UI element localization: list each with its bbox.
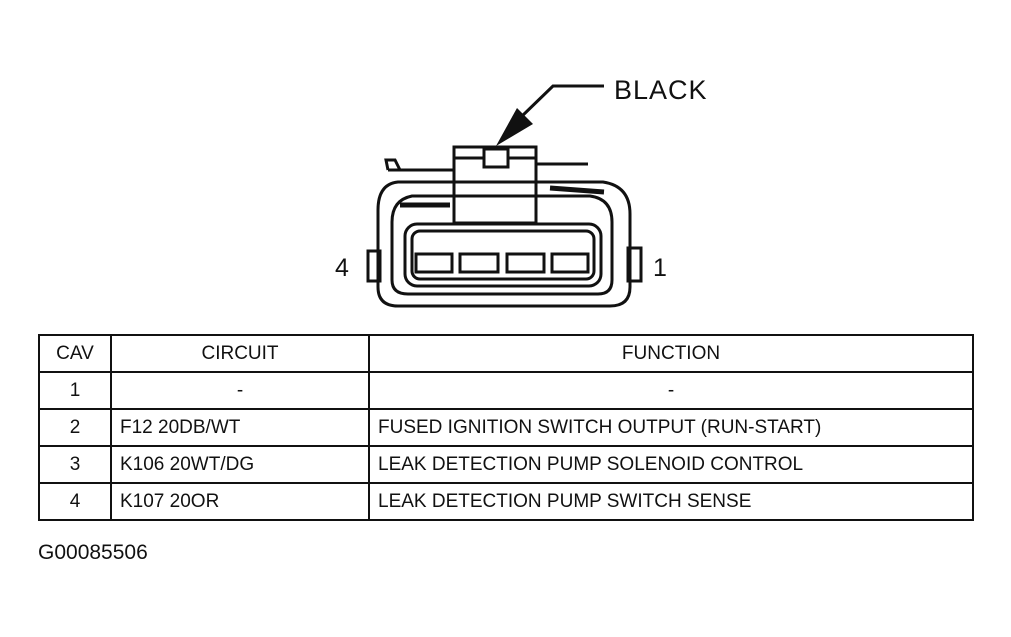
cavity-3 <box>458 252 500 274</box>
cell-cav: 2 <box>38 408 112 447</box>
cavity-2 <box>505 252 546 274</box>
cell-function: LEAK DETECTION PUMP SOLENOID CONTROL <box>368 445 974 484</box>
cell-circuit: - <box>110 371 370 410</box>
cell-circuit: F12 20DB/WT <box>110 408 370 447</box>
connector-diagram: BLACK 4 1 <box>335 75 708 308</box>
callout-label: BLACK <box>614 75 708 105</box>
cell-circuit: K107 20OR <box>110 482 370 521</box>
figure-id: G00085506 <box>38 541 148 564</box>
table-row: 1 - - <box>38 371 974 410</box>
cavity-row <box>414 252 590 274</box>
cell-function: FUSED IGNITION SWITCH OUTPUT (RUN-START) <box>368 408 974 447</box>
cavity-1 <box>550 252 590 274</box>
connector-body <box>366 145 643 308</box>
cell-function: LEAK DETECTION PUMP SWITCH SENSE <box>368 482 974 521</box>
cell-circuit: K106 20WT/DG <box>110 445 370 484</box>
callout-leader <box>496 84 604 146</box>
pin-label-left: 4 <box>335 254 349 282</box>
pinout-table: CAV CIRCUIT FUNCTION 1 - - 2 F12 20DB/WT… <box>38 334 974 521</box>
header-circuit: CIRCUIT <box>110 334 370 373</box>
table-row: 2 F12 20DB/WT FUSED IGNITION SWITCH OUTP… <box>38 408 974 447</box>
cavity-4 <box>414 252 454 274</box>
table-row: 3 K106 20WT/DG LEAK DETECTION PUMP SOLEN… <box>38 445 974 484</box>
header-function: FUNCTION <box>368 334 974 373</box>
header-cav: CAV <box>38 334 112 373</box>
cell-function: - <box>368 371 974 410</box>
cell-cav: 1 <box>38 371 112 410</box>
cell-cav: 3 <box>38 445 112 484</box>
cell-cav: 4 <box>38 482 112 521</box>
table-row: 4 K107 20OR LEAK DETECTION PUMP SWITCH S… <box>38 482 974 521</box>
table-header-row: CAV CIRCUIT FUNCTION <box>38 334 974 373</box>
pin-label-right: 1 <box>653 254 667 282</box>
